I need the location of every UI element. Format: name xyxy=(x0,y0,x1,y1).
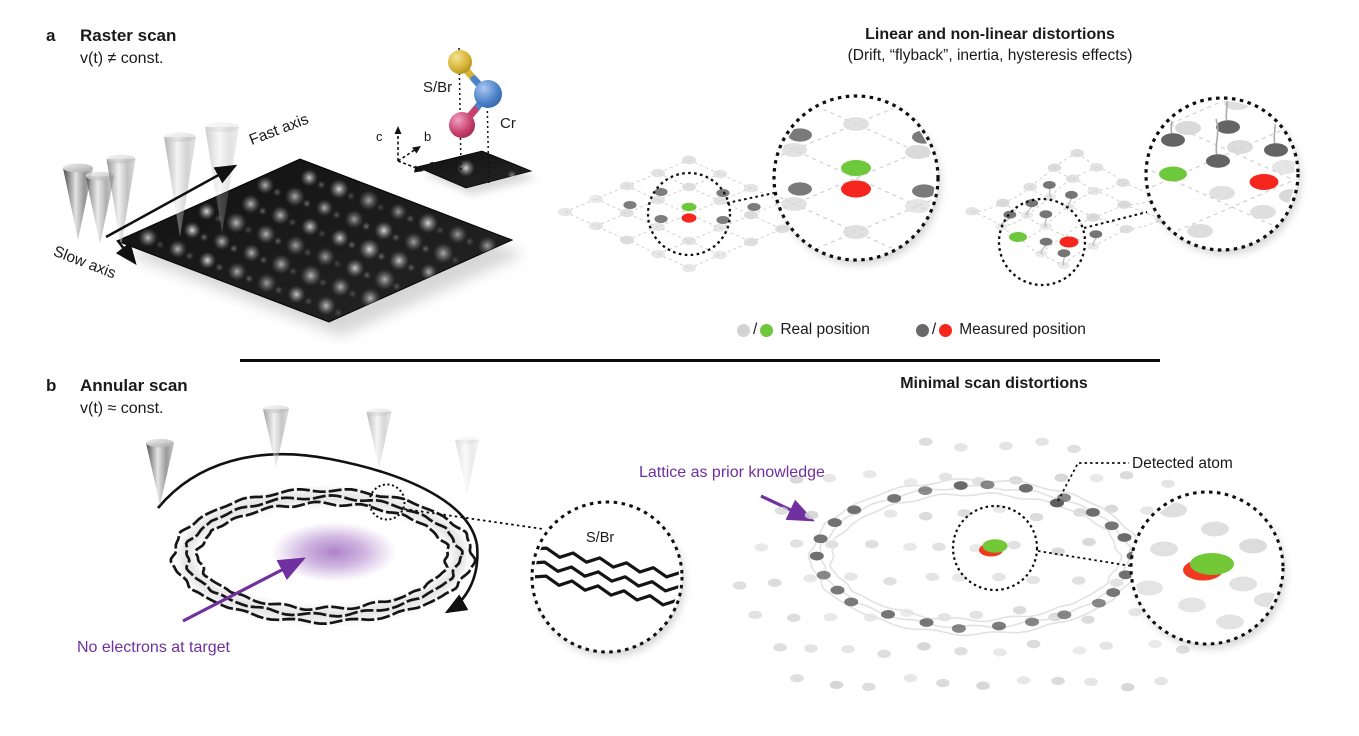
panel-divider xyxy=(240,359,1160,362)
magnifier-nonlinear-distortion xyxy=(1144,96,1301,255)
legend-measured-position: / Measured position xyxy=(915,321,1086,339)
legend-real-label: Real position xyxy=(780,321,870,338)
molecule-cr-label: Cr xyxy=(500,115,516,132)
legend-real-position: / Real position xyxy=(737,321,870,339)
distortions-title: Linear and non-linear distortions xyxy=(865,26,1115,43)
measured-red-dot-icon xyxy=(939,323,953,337)
panel-b-title: Annular scan xyxy=(80,376,188,395)
panel-a-title: Raster scan xyxy=(80,26,177,45)
position-legend: / Real position / Measured position xyxy=(737,321,1086,339)
molecule-sbr-label: S/Br xyxy=(423,79,453,96)
minimal-distortions-title: Minimal scan distortions xyxy=(900,375,1088,392)
panel-a-tag: a xyxy=(46,26,56,45)
lattice-prior-label: Lattice as prior knowledge xyxy=(639,464,825,481)
legend-measured-label: Measured position xyxy=(959,321,1086,338)
legend-slash: / xyxy=(931,321,937,338)
axis-c-label: c xyxy=(376,129,383,144)
distortions-heading: Linear and non-linear distortions (Drift… xyxy=(780,26,1200,65)
no-electrons-label: No electrons at target xyxy=(77,639,230,656)
real-green-dot-icon xyxy=(760,323,774,337)
detected-atom-label: Detected atom xyxy=(1132,455,1233,472)
lattice-nonlinear-distortion xyxy=(965,148,1207,287)
magnifier-annulus xyxy=(530,500,685,657)
panel-b-tag: b xyxy=(46,376,57,395)
annulus-sbr-label: S/Br xyxy=(586,530,615,546)
detected-lattice-field xyxy=(732,437,1229,692)
distortions-subtitle: (Drift, “flyback”, inertia, hysteresis e… xyxy=(847,47,1133,65)
axis-b-label: b xyxy=(424,129,432,144)
sample-molecule xyxy=(394,47,537,195)
lattice-linear-distortion xyxy=(558,155,820,273)
panel-a-subtitle: v(t) ≠ const. xyxy=(80,50,164,67)
measured-gray-dot-icon xyxy=(915,323,929,337)
panel-b-subtitle: v(t) ≈ const. xyxy=(80,400,164,417)
real-gray-dot-icon xyxy=(737,323,750,337)
raster-scan-graphic xyxy=(63,121,524,336)
magnifier-linear-distortion xyxy=(772,94,941,265)
magnifier-detected-atom xyxy=(1129,490,1286,649)
legend-slash: / xyxy=(753,321,758,338)
axis-a-label: a xyxy=(429,157,437,172)
annular-scan-graphic xyxy=(146,405,815,625)
